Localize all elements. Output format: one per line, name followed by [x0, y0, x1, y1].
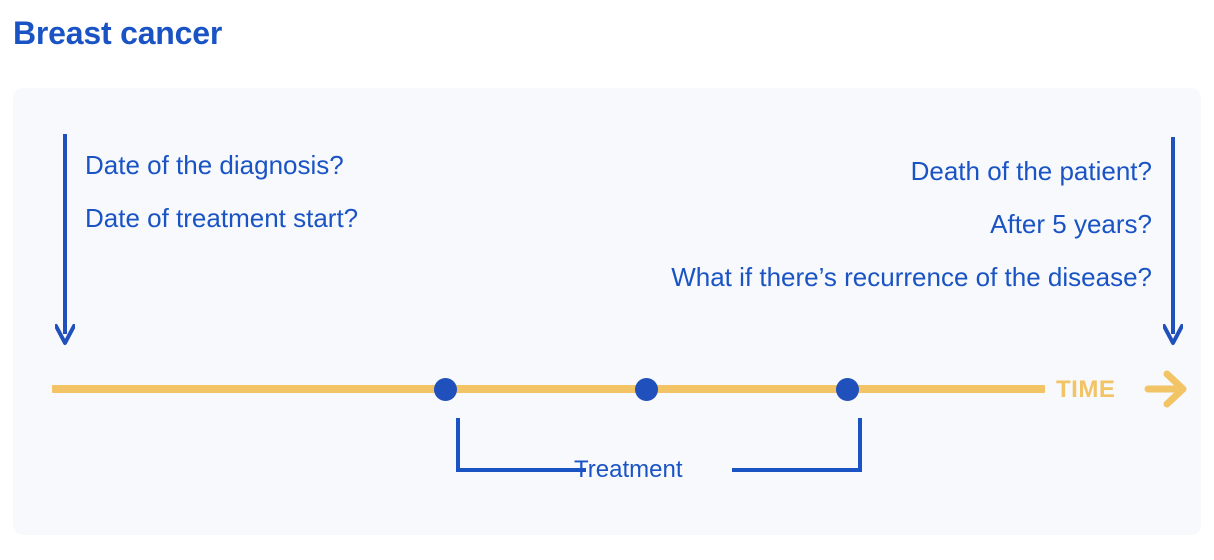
- question-left-2: Date of treatment start?: [85, 203, 359, 233]
- question-right-1: Death of the patient?: [910, 156, 1152, 186]
- treatment-span-bracket: [441, 418, 871, 483]
- page-title: Breast cancer: [13, 15, 223, 51]
- time-axis-label: TIME: [1056, 376, 1116, 403]
- questions-left-group: Date of the diagnosis? Date of treatment…: [85, 139, 358, 245]
- question-left-1: Date of the diagnosis?: [85, 150, 344, 180]
- arrow-right-icon: [1144, 368, 1190, 415]
- timeline-event-dot-2[interactable]: [635, 378, 658, 401]
- timeline-panel: Date of the diagnosis? Date of treatment…: [13, 88, 1201, 535]
- arrow-down-icon-right: [1162, 137, 1184, 357]
- timeline-event-dot-3[interactable]: [836, 378, 859, 401]
- treatment-span-label: Treatment: [574, 456, 683, 483]
- question-right-3: What if there’s recurrence of the diseas…: [671, 262, 1152, 292]
- timeline-axis: [52, 385, 1045, 393]
- timeline-event-dot-1[interactable]: [434, 378, 457, 401]
- question-right-2: After 5 years?: [990, 209, 1152, 239]
- arrow-down-icon-left: [54, 134, 76, 354]
- questions-right-group: Death of the patient? After 5 years? Wha…: [671, 145, 1152, 304]
